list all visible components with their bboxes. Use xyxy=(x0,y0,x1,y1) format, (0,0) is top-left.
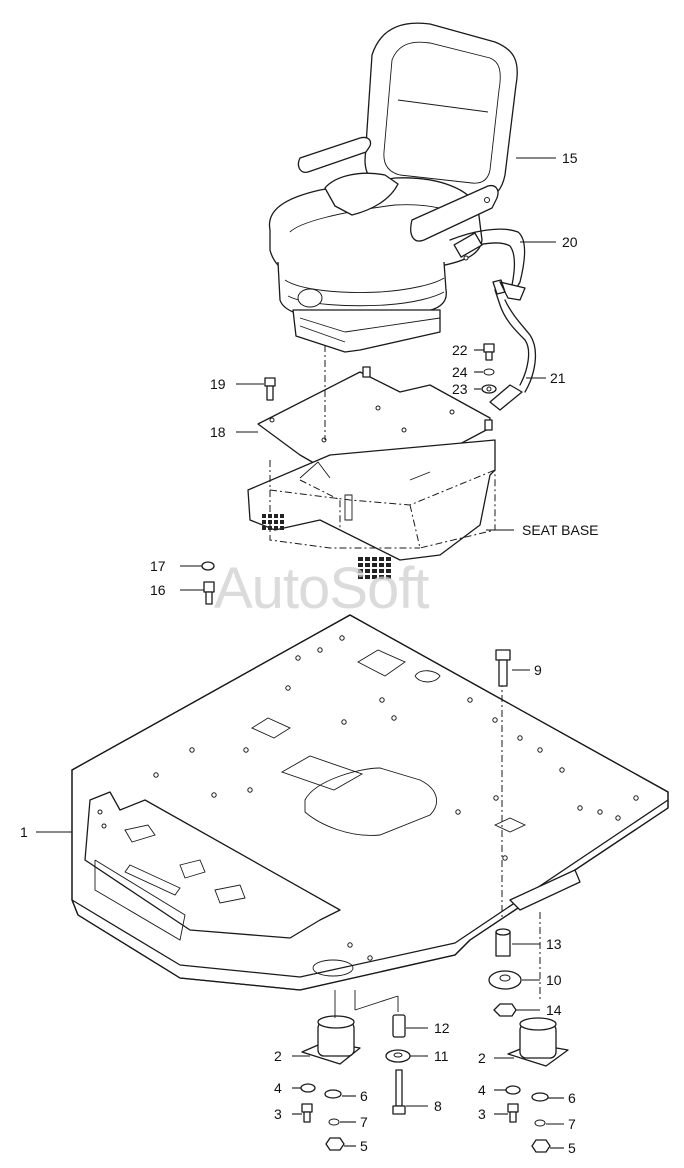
callout-24: 24 xyxy=(452,364,468,380)
callout-14: 14 xyxy=(546,1002,562,1018)
callout-labels: 15 20 22 24 21 23 19 18 SEAT BASE 17 16 … xyxy=(20,150,599,1156)
right-isolator xyxy=(505,1017,569,1153)
seat-base-label: SEAT BASE xyxy=(522,522,599,538)
callout-6-right: 6 xyxy=(568,1090,576,1106)
seat-belt xyxy=(449,228,537,411)
callout-3-left: 3 xyxy=(274,1106,282,1122)
callout-11: 11 xyxy=(434,1048,449,1064)
callout-9: 9 xyxy=(534,662,542,678)
callout-8: 8 xyxy=(434,1098,442,1114)
callout-3-right: 3 xyxy=(478,1106,486,1122)
callout-23: 23 xyxy=(452,381,468,397)
left-isolator xyxy=(300,990,361,1151)
leader-lines xyxy=(36,157,564,1149)
vent-grid-right xyxy=(358,557,391,579)
callout-19: 19 xyxy=(210,376,226,392)
seat-base xyxy=(247,439,496,579)
callout-4-left: 4 xyxy=(274,1080,282,1096)
callout-18: 18 xyxy=(210,424,226,440)
callout-20: 20 xyxy=(562,234,578,250)
callout-7-left: 7 xyxy=(360,1114,368,1130)
callout-2-right: 2 xyxy=(478,1050,486,1066)
callout-21: 21 xyxy=(550,370,566,386)
seat-assembly xyxy=(268,22,518,353)
callout-15: 15 xyxy=(562,150,578,166)
right-mount-stack xyxy=(488,912,541,1017)
vent-grid-left xyxy=(262,514,284,530)
watermark-text: AutoSoft xyxy=(214,556,429,621)
plate-hardware xyxy=(201,343,497,605)
callout-7-right: 7 xyxy=(568,1116,576,1132)
callout-10: 10 xyxy=(546,972,562,988)
bolt-9 xyxy=(495,649,511,687)
callout-13: 13 xyxy=(546,936,562,952)
callout-17: 17 xyxy=(150,558,166,574)
callout-5-right: 5 xyxy=(568,1140,576,1156)
center-hardware xyxy=(354,990,411,1115)
callout-1: 1 xyxy=(20,824,28,840)
callout-5-left: 5 xyxy=(360,1138,368,1154)
callout-12: 12 xyxy=(434,1020,450,1036)
callout-2-left: 2 xyxy=(274,1048,282,1064)
callout-16: 16 xyxy=(150,582,166,598)
callout-6-left: 6 xyxy=(360,1088,368,1104)
floor-plate xyxy=(71,614,669,991)
callout-22: 22 xyxy=(452,342,468,358)
callout-4-right: 4 xyxy=(478,1082,486,1098)
